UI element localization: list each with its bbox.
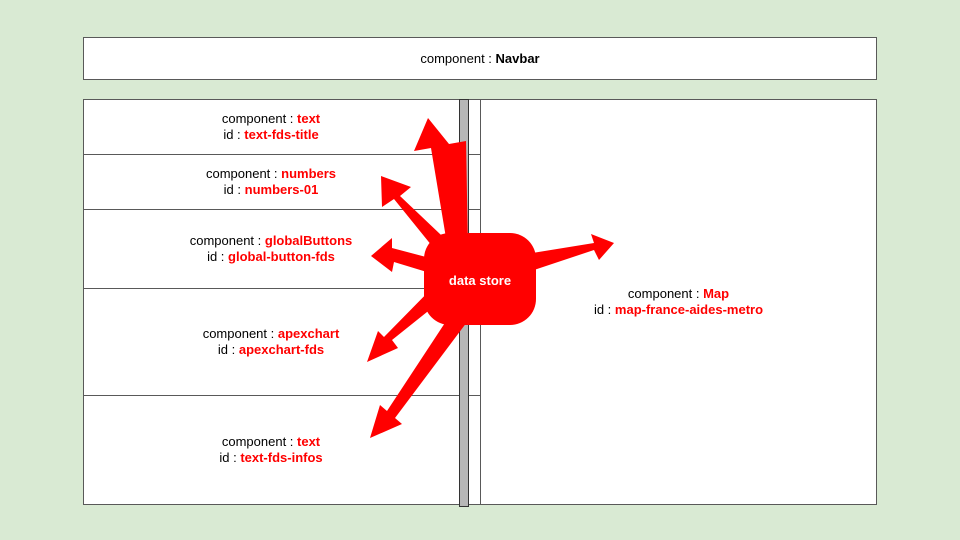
id-prefix: id : bbox=[219, 450, 241, 465]
data-store-label: data store bbox=[448, 273, 512, 288]
component-label: component : apexchart id : apexchart-fds bbox=[84, 326, 458, 358]
arrow-to-map bbox=[520, 234, 614, 272]
navbar-label: component : Navbar bbox=[84, 51, 876, 67]
component-label: component : text id : text-fds-infos bbox=[84, 434, 458, 466]
arrow-to-text-fds-infos bbox=[370, 300, 476, 438]
component-id: apexchart-fds bbox=[238, 342, 325, 357]
component-id: text-fds-infos bbox=[240, 450, 323, 465]
component-prefix: component : bbox=[221, 111, 298, 126]
component-name: numbers bbox=[281, 166, 337, 181]
id-prefix: id : bbox=[223, 127, 245, 142]
component-box-global-buttons: component : globalButtons id : global-bu… bbox=[83, 209, 481, 289]
navbar-component-name: Navbar bbox=[495, 50, 540, 66]
component-prefix: component : bbox=[202, 326, 278, 341]
id-prefix: id : bbox=[217, 342, 239, 357]
arrow-to-text-fds-title bbox=[414, 118, 468, 250]
component-name: apexchart bbox=[277, 326, 340, 341]
component-id: numbers-01 bbox=[244, 182, 319, 197]
component-label: component : text id : text-fds-title bbox=[84, 111, 458, 143]
navbar-prefix: component : bbox=[420, 50, 496, 66]
component-id: map-france-aides-metro bbox=[614, 302, 764, 317]
component-prefix: component : bbox=[627, 286, 704, 301]
id-prefix: id : bbox=[593, 302, 615, 317]
component-prefix: component : bbox=[205, 166, 282, 181]
component-prefix: component : bbox=[221, 434, 298, 449]
navbar-box: component : Navbar bbox=[83, 37, 877, 80]
component-name: globalButtons bbox=[264, 233, 353, 248]
component-name: text bbox=[297, 111, 321, 126]
component-box-numbers: component : numbers id : numbers-01 bbox=[83, 154, 481, 210]
id-prefix: id : bbox=[223, 182, 245, 197]
component-id: global-button-fds bbox=[228, 249, 335, 264]
component-label: component : globalButtons id : global-bu… bbox=[84, 233, 458, 265]
component-id: text-fds-title bbox=[244, 127, 319, 142]
id-prefix: id : bbox=[207, 249, 229, 264]
map-box: component : Map id : map-france-aides-me… bbox=[480, 99, 877, 505]
component-name: text bbox=[297, 434, 321, 449]
component-box-text-infos: component : text id : text-fds-infos bbox=[83, 395, 481, 505]
data-store-node bbox=[424, 233, 536, 325]
map-label: component : Map id : map-france-aides-me… bbox=[481, 286, 876, 318]
component-prefix: component : bbox=[189, 233, 265, 248]
component-label: component : numbers id : numbers-01 bbox=[84, 166, 458, 198]
component-name: Map bbox=[703, 286, 730, 301]
